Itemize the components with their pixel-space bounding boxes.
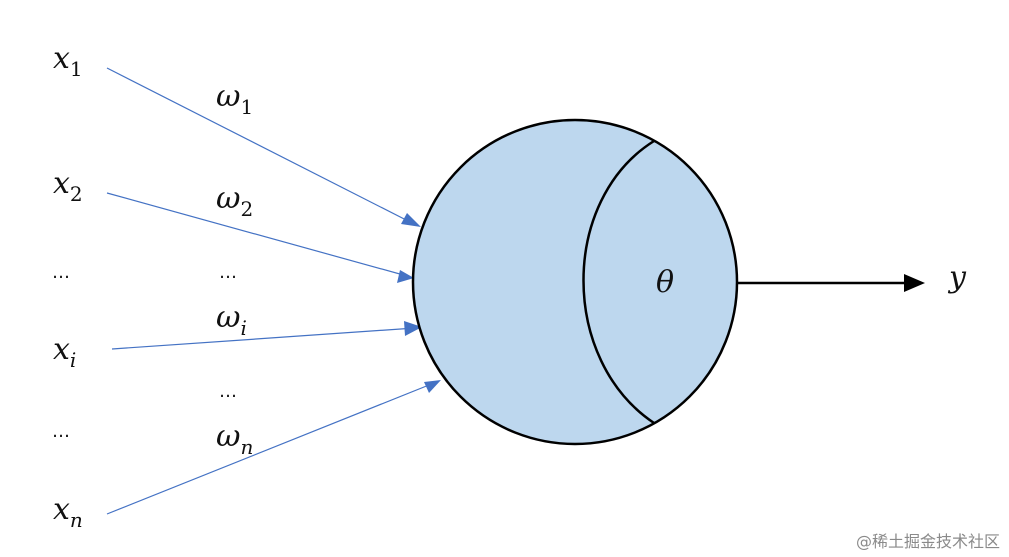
weight-label-2: ω2 [216,181,253,221]
input-ellipsis-upper: … [52,262,70,283]
input-ellipsis-lower: … [52,421,70,442]
input-label-2: x2 [53,166,83,206]
weight-label-n: ωn [216,419,253,459]
neuron-threshold-divider [582,139,655,425]
output-label: y [947,260,967,295]
input-arrowhead-n [424,380,441,393]
weight-ellipsis-upper: … [219,262,237,283]
input-arrow-2 [106,192,408,277]
watermark-text: @稀土掘金技术社区 [856,532,1000,551]
output-arrowhead [904,274,925,292]
input-arrowhead-2 [397,270,414,283]
input-arrow-n [106,382,435,515]
weight-ellipsis-lower: … [219,381,237,402]
input-arrowhead-1 [401,213,421,227]
input-arrow-i [111,327,416,350]
input-label-i: xi [53,332,76,372]
input-arrowhead-i [404,321,422,336]
input-label-1: x1 [53,41,83,81]
input-arrow-1 [106,67,415,225]
threshold-label: θ [656,265,674,300]
input-label-n: xn [53,492,83,532]
weight-label-1: ω1 [216,79,253,119]
weight-label-i: ωi [216,300,247,340]
neuron-circle [411,118,739,446]
